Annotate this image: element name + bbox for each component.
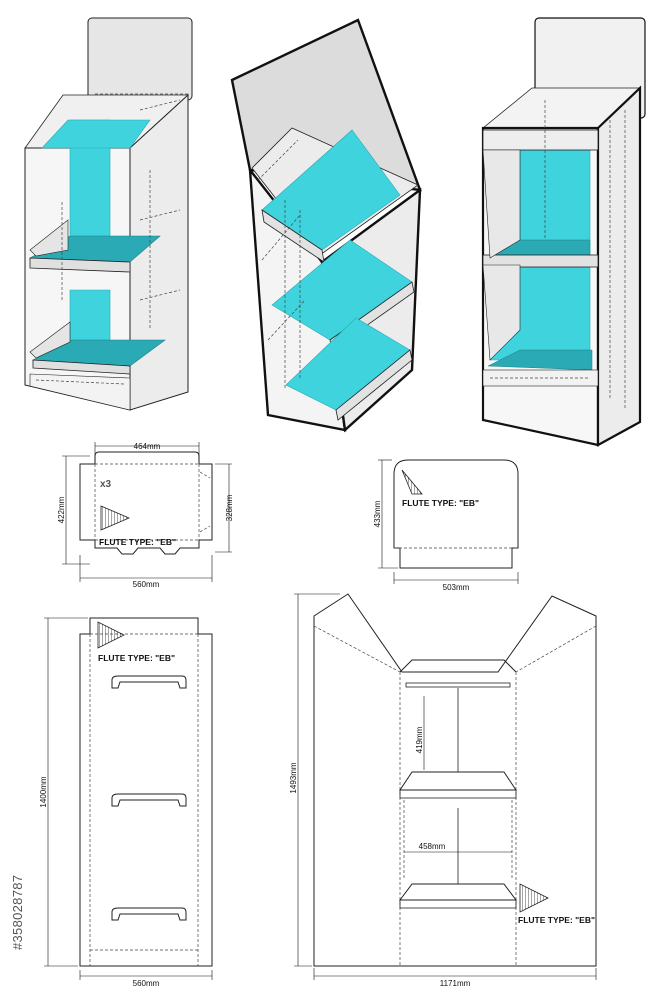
header-height-dimension: 433mm (373, 500, 382, 527)
body-dieline (294, 593, 597, 980)
display-3d-right (481, 17, 646, 447)
shelf-left-dimension: 422mm (57, 496, 66, 523)
header-width-dimension: 503mm (443, 583, 470, 592)
shelf-flute-label: FLUTE TYPE: "EB" (99, 537, 176, 547)
back-flute-label: FLUTE TYPE: "EB" (98, 653, 175, 663)
body-flute-label: FLUTE TYPE: "EB" (518, 915, 595, 925)
back-width-dimension: 560mm (133, 979, 160, 988)
multiplier-label: x3 (100, 479, 112, 490)
header-flute-label: FLUTE TYPE: "EB" (402, 498, 479, 508)
shelf-dieline (62, 442, 232, 582)
body-height-dimension: 1493mm (289, 762, 298, 793)
slot-2 (111, 793, 187, 807)
header-dieline (378, 459, 519, 584)
stock-watermark: #358028787 (4, 760, 28, 960)
body-inner-width-dimension: 458mm (419, 842, 446, 851)
body-inner-height-dimension: 419mm (415, 726, 424, 753)
body-width-dimension: 1171mm (440, 979, 471, 988)
shelf-right-dimension: 328mm (225, 494, 234, 521)
shelf-bottom-dimension: 560mm (133, 580, 160, 589)
slot-3 (111, 907, 187, 921)
watermark-id: #358028787 (10, 875, 25, 950)
back-height-dimension: 1400mm (39, 776, 48, 807)
slot-1 (111, 675, 187, 689)
display-3d-middle (230, 18, 422, 433)
back-panel-dieline (44, 617, 213, 980)
display-3d-left (24, 17, 193, 411)
shelf-top-dimension: 464mm (134, 442, 161, 451)
